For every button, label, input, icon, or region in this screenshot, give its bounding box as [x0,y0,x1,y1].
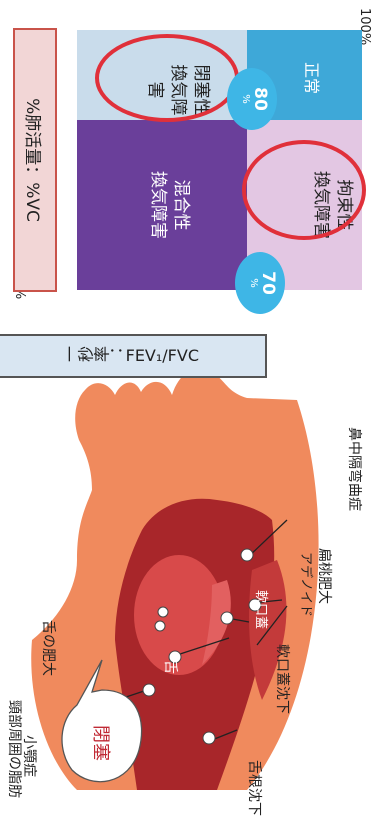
nasal-region [249,560,287,700]
badge-70-value: 70 [258,271,278,295]
soft-palate-shape [202,580,231,665]
ring-restrictive [242,140,366,240]
badge-80: 80 % [227,68,277,130]
label-tongue: 舌 [162,660,178,674]
label-nasal-septum: 鼻中隔弯曲症 [346,427,362,511]
label-obstruction: 閉塞 [90,725,111,761]
label-soft-palate-fall: 軟口蓋沈下 [274,644,290,714]
ring-obstructive [95,34,239,122]
y-axis-label: 一秒率：FEV₁/FVC [61,346,199,365]
badge-70-unit: % [248,278,259,288]
label-tonsil: 扁桃肥大 [316,548,332,604]
label-tongue-hypertrophy: 舌の肥大 [40,620,56,676]
label-tongue-root-fall: 舌根沈下 [246,760,262,816]
obstruction-bubble [61,659,143,783]
x-axis-label-box: %肺活量：%VC [13,28,57,292]
y-axis-label-box: 一秒率：FEV₁/FVC [0,334,267,378]
marker-dots [142,548,262,745]
badge-70: 70 % [235,252,285,314]
badge-80-value: 80 [250,87,270,111]
label-neck-fat: 頸部周囲の脂肪 [6,700,22,798]
label-soft-palate: 軟口蓋 [253,590,268,630]
badge-80-unit: % [240,94,251,104]
label-adenoid: アデノイド [298,552,313,618]
tongue-shape [134,555,224,675]
